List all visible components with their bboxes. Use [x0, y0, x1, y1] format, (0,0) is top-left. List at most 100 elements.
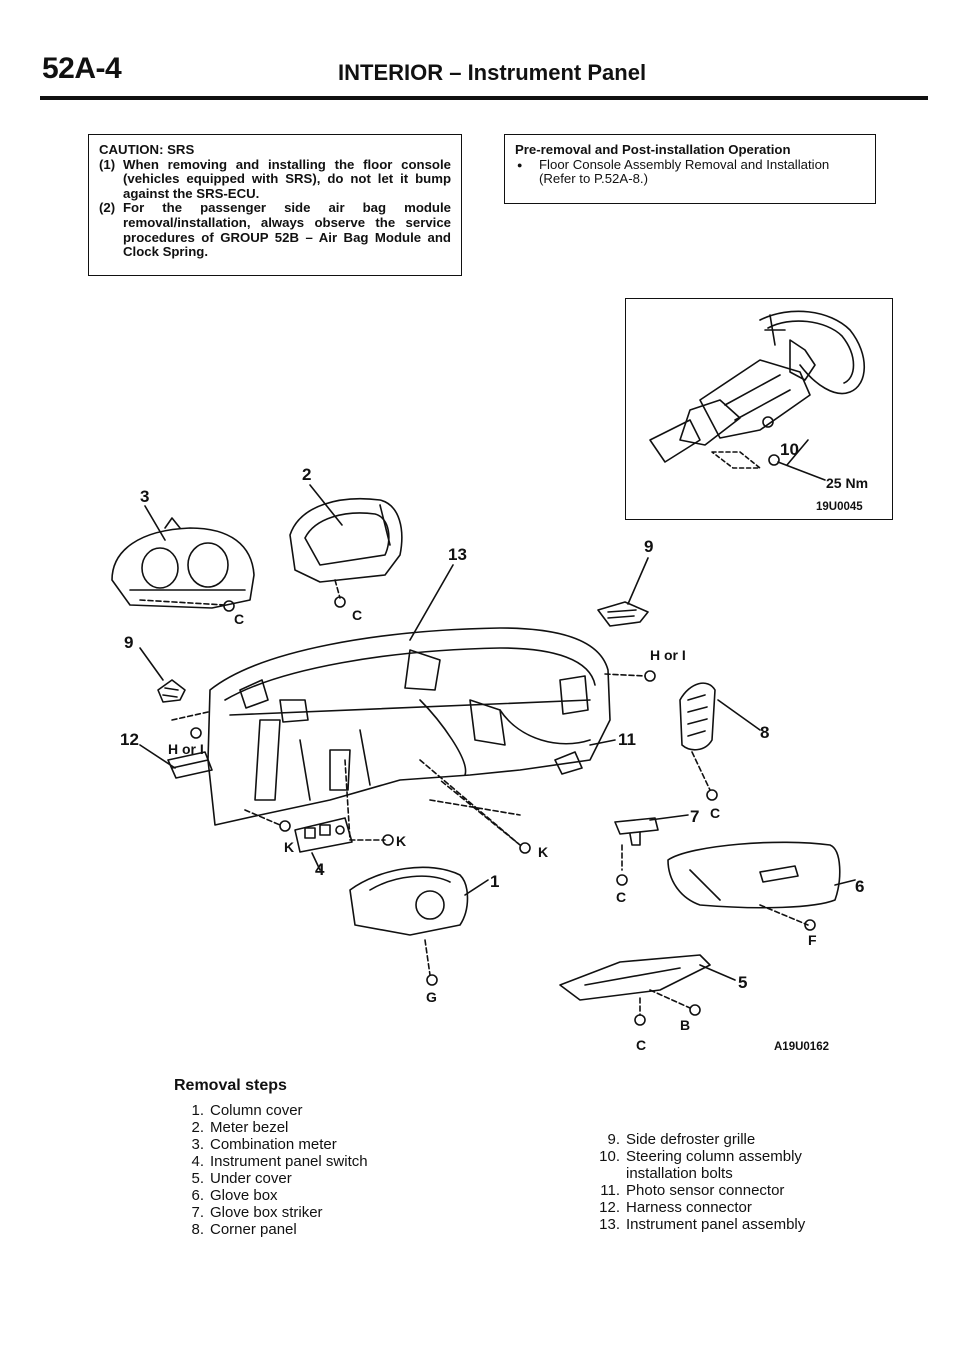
step-number: 12. — [599, 1199, 620, 1216]
callout-1: 1 — [490, 872, 499, 891]
caution-item-number: (1) — [99, 156, 116, 172]
leader-line — [419, 759, 521, 846]
step-text: Photo sensor connector — [626, 1182, 785, 1199]
leader-line — [171, 711, 209, 721]
removal-step: 9.Side defroster grille — [590, 1131, 805, 1148]
pre-operation-heading: Pre-removal and Post-installation Operat… — [515, 142, 791, 157]
caution-item-number: (2) — [99, 200, 116, 216]
screw-icon — [279, 820, 291, 832]
screw-icon — [644, 670, 656, 682]
removal-step: 2.Meter bezel — [174, 1119, 368, 1136]
step-number: 11. — [600, 1182, 620, 1199]
instrument-panel-drawing — [207, 627, 611, 826]
leader-line — [139, 647, 164, 681]
callout-12: 12 — [120, 730, 139, 749]
pre-operation-item-text: Floor Console Assembly Removal and Insta… — [539, 156, 830, 187]
leader-line — [627, 557, 649, 605]
leader-line — [759, 904, 809, 926]
fastener-label-f: F — [808, 932, 817, 948]
screw-icon — [706, 789, 718, 801]
fastener-label-g: G — [426, 989, 437, 1005]
removal-steps-right: 9.Side defroster grille 10.Steering colu… — [590, 1131, 805, 1233]
step-number: 2. — [191, 1119, 204, 1136]
fastener-label-c: C — [616, 889, 626, 905]
caution-item-text: When removing and installing the floor c… — [123, 156, 451, 201]
caution-item: (2) For the passenger side air bag modul… — [99, 201, 451, 259]
removal-step: 4.Instrument panel switch — [174, 1153, 367, 1170]
pre-operation-box: Pre-removal and Post-installation Operat… — [504, 134, 876, 204]
step-text: Glove box striker — [210, 1204, 323, 1221]
combination-meter-drawing — [111, 517, 255, 609]
step-number: 13. — [599, 1216, 620, 1233]
bolt-icon — [768, 454, 780, 466]
removal-step: 1.Column cover — [174, 1102, 368, 1119]
step-text: Side defroster grille — [626, 1131, 756, 1148]
callout-8: 8 — [760, 723, 769, 742]
fastener-label-c: C — [352, 607, 362, 623]
screw-icon — [382, 834, 394, 846]
step-text: Instrument panel assembly — [626, 1216, 806, 1233]
leader-line — [144, 505, 166, 541]
figure-code-main: A19U0162 — [774, 1041, 829, 1053]
leader-line — [344, 759, 386, 841]
leader-line — [424, 939, 431, 976]
step-number: 4. — [191, 1153, 204, 1170]
glove-box-striker-drawing — [614, 817, 659, 846]
removal-step: 3.Combination meter — [174, 1136, 368, 1153]
leader-line — [604, 673, 646, 677]
screw-icon — [519, 842, 531, 854]
leader-line — [429, 799, 521, 816]
figure-code-inset: 19U0045 — [816, 501, 863, 513]
column-cover-drawing — [349, 866, 469, 936]
leader-line — [649, 989, 691, 1009]
leader-line — [139, 744, 176, 769]
leader-line — [464, 879, 489, 896]
fastener-label-b: B — [680, 1017, 690, 1033]
glove-box-drawing — [667, 841, 841, 909]
leader-line — [786, 439, 809, 466]
removal-step: 7. Glove box striker — [174, 1204, 368, 1221]
leader-line — [649, 814, 689, 821]
leader-line — [244, 809, 281, 826]
step-number: 5. — [191, 1170, 204, 1187]
leader-line — [309, 484, 343, 526]
fastener-label-c: C — [636, 1037, 646, 1053]
step-number: 10. — [599, 1148, 620, 1165]
screw-icon — [689, 1004, 701, 1016]
removal-step: 13. Instrument panel assembly — [590, 1216, 805, 1233]
caution-item-text: For the passenger side air bag module re… — [123, 200, 451, 260]
step-number: 7. — [191, 1204, 204, 1221]
screw-icon — [190, 727, 202, 739]
step-text: Combination meter — [210, 1136, 337, 1153]
removal-step: 10.Steering column assembly installation… — [590, 1148, 805, 1182]
removal-step: 8.Corner panel — [174, 1221, 368, 1238]
caution-box: CAUTION: SRS (1) When removing and insta… — [88, 134, 462, 276]
under-cover-drawing — [559, 954, 711, 1001]
photo-sensor-connector-drawing — [554, 751, 583, 775]
callout-5: 5 — [738, 973, 747, 992]
screw-icon — [426, 974, 438, 986]
removal-step: 5. Under cover — [174, 1170, 368, 1187]
caution-item: (1) When removing and installing the flo… — [99, 156, 451, 202]
fastener-label-c: C — [234, 611, 244, 627]
fastener-label-h-or-i: H or I — [650, 647, 686, 663]
torque-label: 25 Nm — [826, 475, 868, 491]
fastener-label-k: K — [538, 844, 548, 860]
step-text: Under cover — [210, 1170, 292, 1187]
callout-10: 10 — [780, 440, 799, 459]
removal-step: 6.Glove box — [174, 1187, 368, 1204]
callout-2: 2 — [302, 465, 311, 484]
leader-line — [699, 964, 736, 981]
removal-steps-title: Removal steps — [174, 1077, 287, 1094]
callout-11: 11 — [618, 730, 636, 749]
callout-9-left: 9 — [124, 633, 133, 652]
side-defroster-grille-left-drawing — [157, 679, 186, 703]
removal-steps-left: 1.Column cover 2.Meter bezel 3.Combinati… — [174, 1102, 368, 1238]
screw-icon — [804, 919, 816, 931]
fastener-label-k: K — [284, 839, 294, 855]
screw-icon — [223, 600, 235, 612]
side-defroster-grille-right-drawing — [597, 601, 649, 627]
step-text: Glove box — [210, 1187, 278, 1204]
fastener-label-h-or-i: H or I — [168, 741, 204, 757]
